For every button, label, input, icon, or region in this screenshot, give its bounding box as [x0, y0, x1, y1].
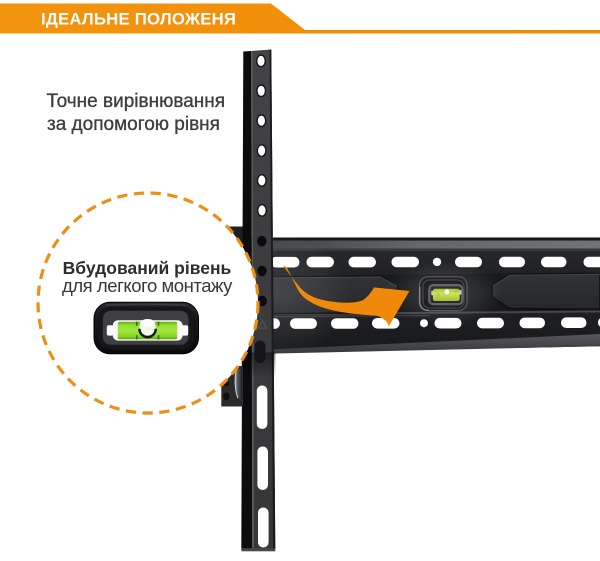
svg-text:за допомогою рівня: за допомогою рівня: [47, 114, 220, 135]
svg-text:Точне вирівнювання: Точне вирівнювання: [47, 91, 226, 112]
svg-text:для легкого монтажу: для легкого монтажу: [62, 275, 233, 296]
svg-text:ІДЕАЛЬНЕ ПОЛОЖЕНЯ: ІДЕАЛЬНЕ ПОЛОЖЕНЯ: [41, 10, 236, 29]
